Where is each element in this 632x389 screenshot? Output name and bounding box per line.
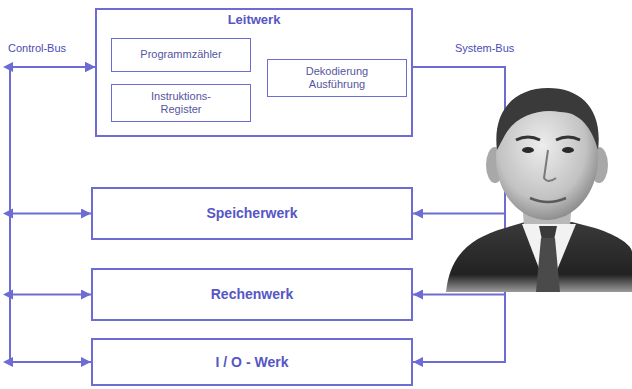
portrait-nose — [544, 150, 556, 181]
unit-label: Dekodierung Ausführung — [287, 65, 387, 91]
control-unit-box: LeitwerkProgrammzählerInstruktions- Regi… — [95, 8, 413, 137]
bus-label: Control-Bus — [8, 42, 66, 54]
memory-unit-box: Speicherwerk — [91, 187, 413, 240]
portrait-mouth — [530, 198, 566, 202]
unit-label: Speicherwerk — [206, 205, 297, 222]
unit-title: Leitwerk — [97, 10, 411, 28]
portrait-eye — [522, 147, 534, 153]
portrait-eyebrow — [556, 137, 580, 140]
function-box: Dekodierung Ausführung — [267, 59, 407, 97]
system-bus-line — [413, 67, 505, 214]
bus-arrowhead — [3, 209, 13, 219]
unit-label: Instruktions- Register — [133, 90, 229, 116]
unit-label: Rechenwerk — [211, 286, 293, 303]
bus-arrowhead — [3, 290, 13, 300]
portrait-eyebrow — [516, 137, 540, 140]
control-bus-line — [10, 67, 95, 362]
control-bus-line — [10, 67, 95, 214]
portrait-suit — [446, 222, 632, 292]
portrait-shirt — [522, 224, 576, 292]
portrait-eye — [562, 147, 574, 153]
bus-label: System-Bus — [455, 42, 514, 54]
unit-label: I / O - Werk — [216, 354, 289, 371]
portrait-hair — [496, 88, 598, 150]
io-unit-box: I / O - Werk — [91, 338, 413, 386]
control-bus-line — [10, 67, 95, 295]
unit-label: Programmzähler — [140, 48, 221, 61]
portrait-tie-knot — [539, 226, 557, 240]
register-box: Programmzähler — [111, 38, 251, 72]
system-bus-line — [413, 67, 505, 362]
register-box: Instruktions- Register — [111, 84, 251, 122]
arithmetic-unit-box: Rechenwerk — [91, 268, 413, 321]
bus-arrowhead — [3, 357, 13, 367]
portrait-tie — [536, 238, 560, 292]
bus-arrowhead — [3, 62, 13, 72]
